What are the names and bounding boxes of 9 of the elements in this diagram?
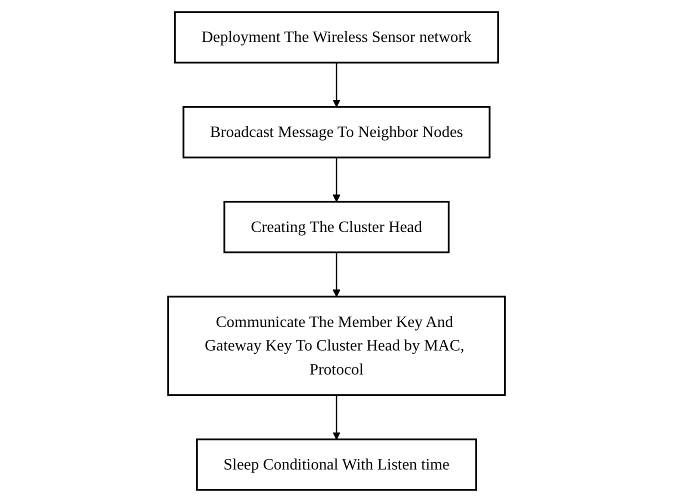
arrow <box>332 395 340 440</box>
arrow <box>332 62 340 108</box>
node-box: Sleep Conditional With Listen time <box>196 438 477 491</box>
node-box: Broadcast Message To Neighbor Nodes <box>182 106 490 158</box>
node-box: Deployment The Wireless Sensor network <box>174 11 499 64</box>
arrow <box>332 252 340 297</box>
node-box: Communicate The Member Key And Gateway Key To Cluster Head by MAC, Protocol <box>167 296 506 396</box>
node-box: Creating The Cluster Head <box>223 200 450 254</box>
arrow <box>332 157 340 202</box>
